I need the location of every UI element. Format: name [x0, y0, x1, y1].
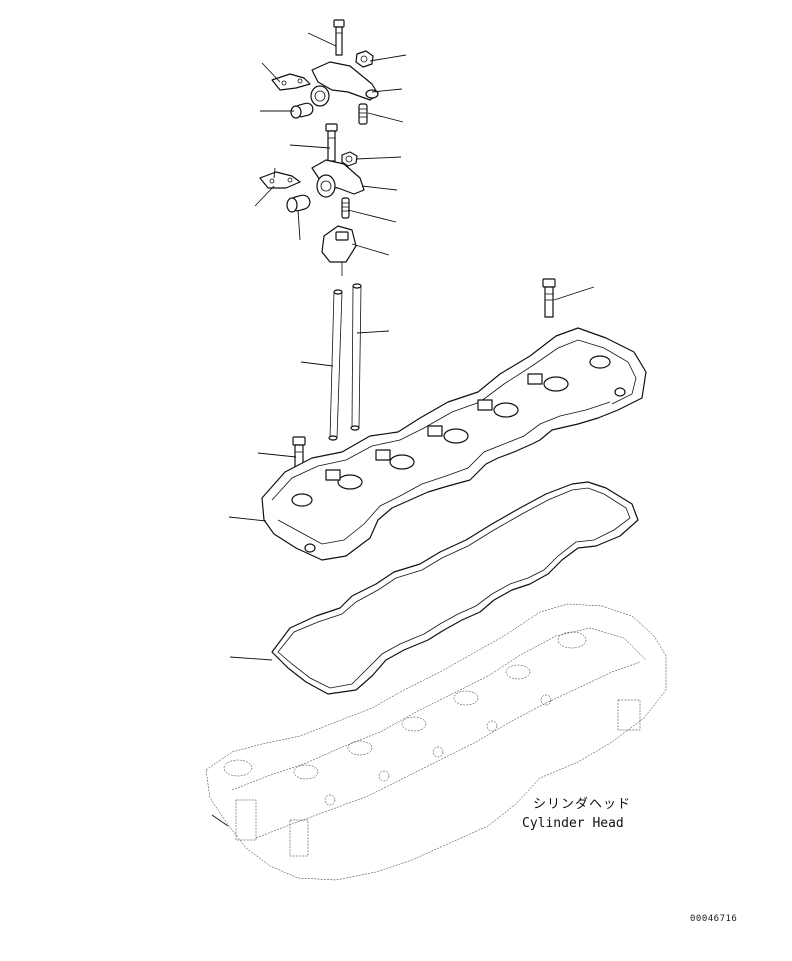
clip-upper [271, 73, 311, 91]
rocker-lever-upper [310, 61, 379, 107]
adjust-screw-lower [341, 197, 350, 219]
drawing-code: 00046716 [690, 914, 737, 924]
lower-rocker-assembly [259, 123, 365, 276]
cylinder-head-label-en: Cylinder Head [522, 816, 624, 831]
cylinder-head-ports [223, 631, 641, 857]
nut-lower [341, 151, 358, 167]
push-rod-left [328, 289, 343, 441]
adjust-screw-upper [358, 103, 368, 125]
rocker-shaft-upper [290, 102, 314, 119]
leader-lines [211, 32, 595, 827]
nut-upper [355, 50, 374, 68]
housing-bolt-left [292, 436, 306, 468]
housing-bolt-right [542, 278, 556, 318]
rocker-lever-lower [311, 159, 365, 198]
rocker-housing [261, 327, 647, 561]
push-rods [328, 283, 362, 441]
housing-bosses [291, 355, 626, 553]
rocker-bolt-upper [333, 19, 345, 56]
push-rod-right [350, 283, 362, 431]
upper-rocker-assembly [271, 19, 379, 125]
cylinder-head [205, 603, 667, 881]
gasket [271, 481, 639, 695]
rocker-bolt-lower [325, 123, 338, 162]
cylinder-head-label-jp: シリンダヘッド [533, 797, 631, 812]
clip-lower [259, 171, 301, 189]
crosshead-bridge [321, 225, 357, 276]
rocker-shaft-lower [286, 194, 311, 213]
